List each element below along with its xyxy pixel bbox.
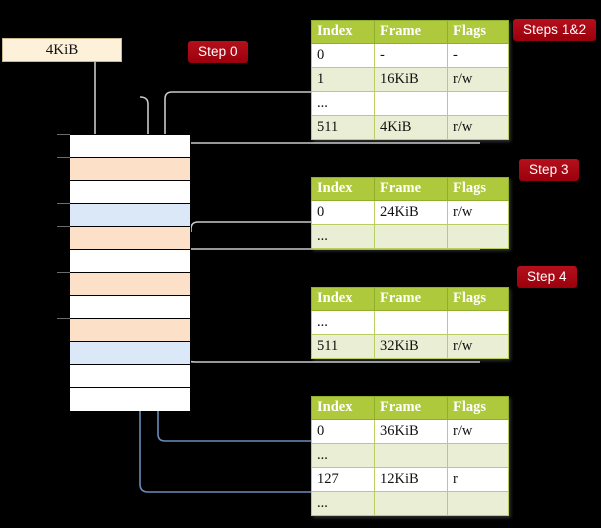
- step-label-step0: Step 0: [188, 41, 248, 63]
- step-label-steps1and2: Steps 1&2: [513, 19, 597, 41]
- memory-frame-row: [70, 319, 190, 342]
- table-row: 0--: [311, 43, 509, 68]
- memory-frame-row: [70, 227, 190, 250]
- memory-frame-row: [70, 296, 190, 319]
- cell-flags: r/w: [447, 334, 509, 359]
- cell-frame: -: [374, 43, 448, 68]
- memory-row-tick: [57, 318, 70, 319]
- cell-frame: 16KiB: [374, 67, 448, 92]
- cell-flags: [447, 491, 509, 516]
- cell-flags: [447, 224, 509, 249]
- cell-frame: [374, 310, 448, 335]
- cell-index: 0: [311, 43, 375, 68]
- memory-frame-row: [70, 135, 190, 158]
- cell-index: 511: [311, 115, 375, 140]
- column-header-index: Index: [311, 177, 375, 201]
- memory-row-tick: [57, 134, 70, 135]
- column-header-flags: Flags: [447, 177, 509, 201]
- virtual-address-label: 4KiB: [45, 42, 79, 58]
- column-header-frame: Frame: [374, 177, 448, 201]
- cell-index: 127: [311, 467, 375, 492]
- cell-index: ...: [311, 91, 375, 116]
- memory-row-tick: [57, 272, 70, 273]
- column-header-flags: Flags: [447, 396, 509, 420]
- cell-flags: [447, 91, 509, 116]
- memory-row-tick: [57, 157, 70, 158]
- memory-row-tick: [57, 226, 70, 227]
- cell-flags: r/w: [447, 115, 509, 140]
- table-row: ...: [311, 224, 509, 249]
- step-label-step3: Step 3: [519, 159, 579, 181]
- cell-index: 0: [311, 419, 375, 444]
- cell-index: 0: [311, 200, 375, 225]
- cell-flags: r: [447, 467, 509, 492]
- memory-frame-row: [70, 181, 190, 204]
- cell-flags: [447, 443, 509, 468]
- memory-frame-row: [70, 273, 190, 296]
- column-header-index: Index: [311, 287, 375, 311]
- virtual-address-box: 4KiB: [2, 38, 122, 62]
- cell-index: ...: [311, 224, 375, 249]
- table-row: ...: [311, 443, 509, 468]
- cell-frame: 36KiB: [374, 419, 448, 444]
- cell-frame: [374, 491, 448, 516]
- column-header-frame: Frame: [374, 396, 448, 420]
- cell-index: ...: [311, 491, 375, 516]
- step-label-step4: Step 4: [517, 266, 577, 288]
- memory-frame-row: [70, 250, 190, 273]
- cell-index: 511: [311, 334, 375, 359]
- memory-frame-row: [70, 388, 190, 411]
- cell-flags: r/w: [447, 67, 509, 92]
- cell-frame: 4KiB: [374, 115, 448, 140]
- memory-row-tick: [57, 203, 70, 204]
- memory-frame-row: [70, 365, 190, 388]
- cell-frame: [374, 91, 448, 116]
- cell-flags: r/w: [447, 200, 509, 225]
- physical-memory-column: [69, 134, 191, 411]
- cell-flags: r/w: [447, 419, 509, 444]
- column-header-flags: Flags: [447, 287, 509, 311]
- memory-frame-row: [70, 342, 190, 365]
- column-header-frame: Frame: [374, 20, 448, 44]
- column-header-index: Index: [311, 396, 375, 420]
- cell-flags: -: [447, 43, 509, 68]
- table-row: ...: [311, 491, 509, 516]
- cell-index: ...: [311, 310, 375, 335]
- table-row: ...: [311, 91, 509, 116]
- cell-frame: 12KiB: [374, 467, 448, 492]
- cell-frame: 32KiB: [374, 334, 448, 359]
- memory-frame-row: [70, 158, 190, 181]
- cell-flags: [447, 310, 509, 335]
- column-header-frame: Frame: [374, 287, 448, 311]
- table-row: ...: [311, 310, 509, 335]
- column-header-index: Index: [311, 20, 375, 44]
- cell-index: 1: [311, 67, 375, 92]
- cell-frame: [374, 443, 448, 468]
- cell-frame: [374, 224, 448, 249]
- cell-frame: 24KiB: [374, 200, 448, 225]
- column-header-flags: Flags: [447, 20, 509, 44]
- cell-index: ...: [311, 443, 375, 468]
- memory-frame-row: [70, 204, 190, 227]
